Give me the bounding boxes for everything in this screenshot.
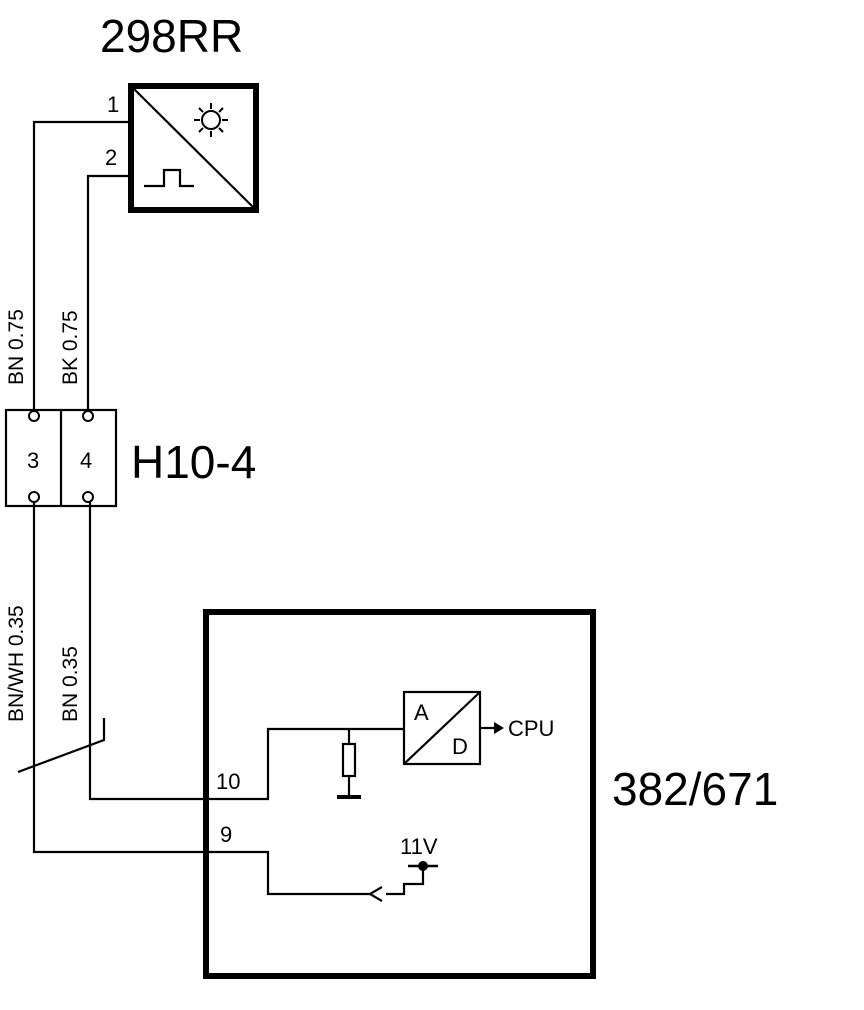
wire-label-bn-035: BN 0.35 (59, 646, 82, 722)
sensor-pin-2-label: 2 (105, 145, 117, 170)
sensor-pin-1-label: 1 (107, 92, 119, 117)
connector-pin-4-bottom-terminal (82, 491, 94, 503)
module-box (203, 609, 596, 979)
supply-voltage-label: 11V (400, 834, 438, 859)
connector-pin-3-top-terminal (28, 410, 40, 422)
sensor-box (128, 83, 259, 213)
connector-pin-4-top-terminal (82, 410, 94, 422)
square-pulse-icon (144, 168, 194, 188)
wire-pin2-to-pin4 (86, 174, 131, 410)
wire-pin4-to-module-pin10 (88, 502, 206, 801)
connector-pin-4-label: 4 (80, 448, 92, 473)
internal-wire-pin9 (206, 850, 370, 896)
arrow-right-icon (480, 722, 504, 734)
switch-contact (367, 886, 383, 902)
connector-label: H10-4 (131, 436, 256, 488)
internal-wire-pin10 (206, 727, 404, 801)
connector-pin-3-bottom-terminal (28, 491, 40, 503)
ad-converter-a-label: A (414, 700, 429, 725)
wire-pin3-to-module-pin9 (32, 502, 206, 854)
pullup-wire (386, 866, 425, 896)
twisted-pair-marker (17, 718, 106, 774)
wire-label-bn-075: BN 0.75 (5, 309, 28, 385)
resistor-icon (341, 742, 357, 778)
module-pin-10-label: 10 (216, 769, 240, 794)
cpu-label: CPU (508, 716, 554, 741)
connector-body (4, 408, 118, 508)
wire-label-bnwh-035: BN/WH 0.35 (5, 605, 28, 722)
connector-pin-3-label: 3 (27, 448, 39, 473)
module-label: 382/671 (612, 763, 778, 815)
sun-icon (194, 103, 228, 137)
sensor-label: 298RR (100, 10, 243, 62)
wire-pin1-to-pin3 (32, 120, 131, 410)
wire-label-bk-075: BK 0.75 (59, 310, 82, 385)
module-pin-9-label: 9 (220, 822, 232, 847)
ad-converter-d-label: D (452, 734, 468, 759)
